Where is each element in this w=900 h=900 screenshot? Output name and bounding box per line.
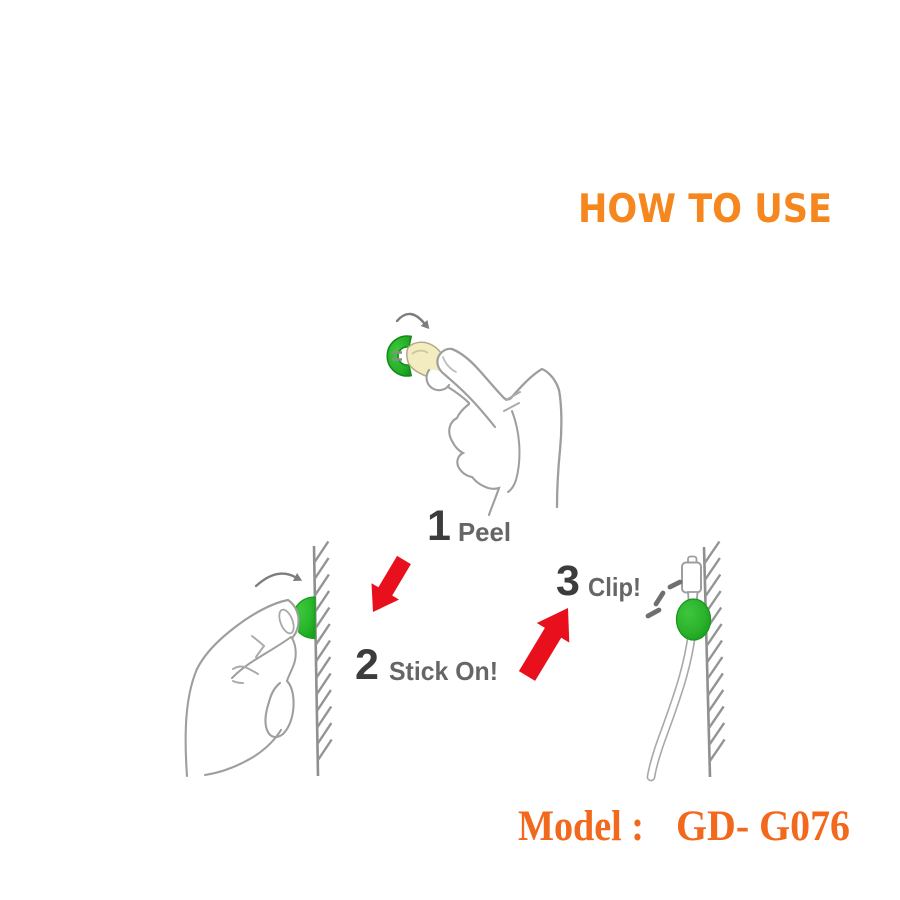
cable-clip-icon xyxy=(386,335,413,377)
index-finger-outline xyxy=(195,598,290,671)
thumb-outline xyxy=(264,679,295,739)
fingernail xyxy=(278,608,295,635)
curl-arrow-shaft xyxy=(254,572,297,588)
pressing-hand-icon xyxy=(184,598,300,778)
step1-peel-illustration xyxy=(386,312,563,517)
step1-number: 1 xyxy=(427,502,451,550)
fingernail-line xyxy=(442,356,457,373)
wall-left-icon xyxy=(312,540,333,777)
thumb-edge-line xyxy=(446,385,471,405)
curl-arrow-shaft xyxy=(395,312,426,325)
hand-silhouette xyxy=(426,348,562,515)
cable-clip-icon xyxy=(675,598,712,641)
curl-arrow-head xyxy=(292,573,303,581)
step3-clip-illustration xyxy=(518,540,726,782)
step2-label: Stick On! xyxy=(389,656,498,686)
wall-right-icon xyxy=(702,540,726,778)
fingertip-outline xyxy=(436,347,497,429)
palm-side-outline xyxy=(286,637,297,682)
step3-label: Clip! xyxy=(588,572,641,602)
curl-arrow-icon xyxy=(254,572,303,588)
burst-dash xyxy=(667,579,683,590)
step2-number: 2 xyxy=(355,641,379,689)
finger-underside-line xyxy=(231,636,292,679)
curled-fingers-lines xyxy=(232,665,259,684)
palm-crease-line xyxy=(507,410,521,493)
cable-icon xyxy=(646,615,698,782)
hand-silhouette xyxy=(185,600,299,776)
curl-arrow-icon xyxy=(395,312,430,329)
index-finger-outline xyxy=(450,347,563,509)
step3-number: 3 xyxy=(556,557,580,605)
snap-burst-icon xyxy=(645,579,683,619)
model-label: Model : xyxy=(518,803,644,850)
curl-arrow-head xyxy=(420,320,430,329)
peel-curl-line xyxy=(411,349,429,355)
burst-dash xyxy=(645,607,662,619)
wall-hatching xyxy=(313,540,333,762)
wall-hatching xyxy=(703,540,726,763)
peel-sticker-icon xyxy=(406,341,446,378)
connector-body xyxy=(681,561,702,594)
step2-stick-illustration xyxy=(184,540,411,778)
step1-label: Peel xyxy=(458,517,511,547)
fingertip-outline xyxy=(286,598,300,640)
thumb-tip-outline xyxy=(425,368,451,392)
model-value: GD- G076 xyxy=(676,803,850,850)
red-arrow-icon xyxy=(518,608,570,681)
burst-dash xyxy=(653,590,666,607)
hand-left-outline xyxy=(184,667,199,778)
knuckle-crease-lines xyxy=(503,391,521,412)
curled-finger-knuckle-line xyxy=(251,635,266,658)
hand-heel-outline xyxy=(203,728,283,777)
page-title: HOW TO USE xyxy=(578,187,832,232)
clip-slot xyxy=(392,351,402,361)
peeling-hand-icon xyxy=(425,347,563,517)
cable-fill xyxy=(648,617,696,780)
red-arrow-icon xyxy=(371,555,411,612)
curled-fingers-outline xyxy=(448,402,501,517)
